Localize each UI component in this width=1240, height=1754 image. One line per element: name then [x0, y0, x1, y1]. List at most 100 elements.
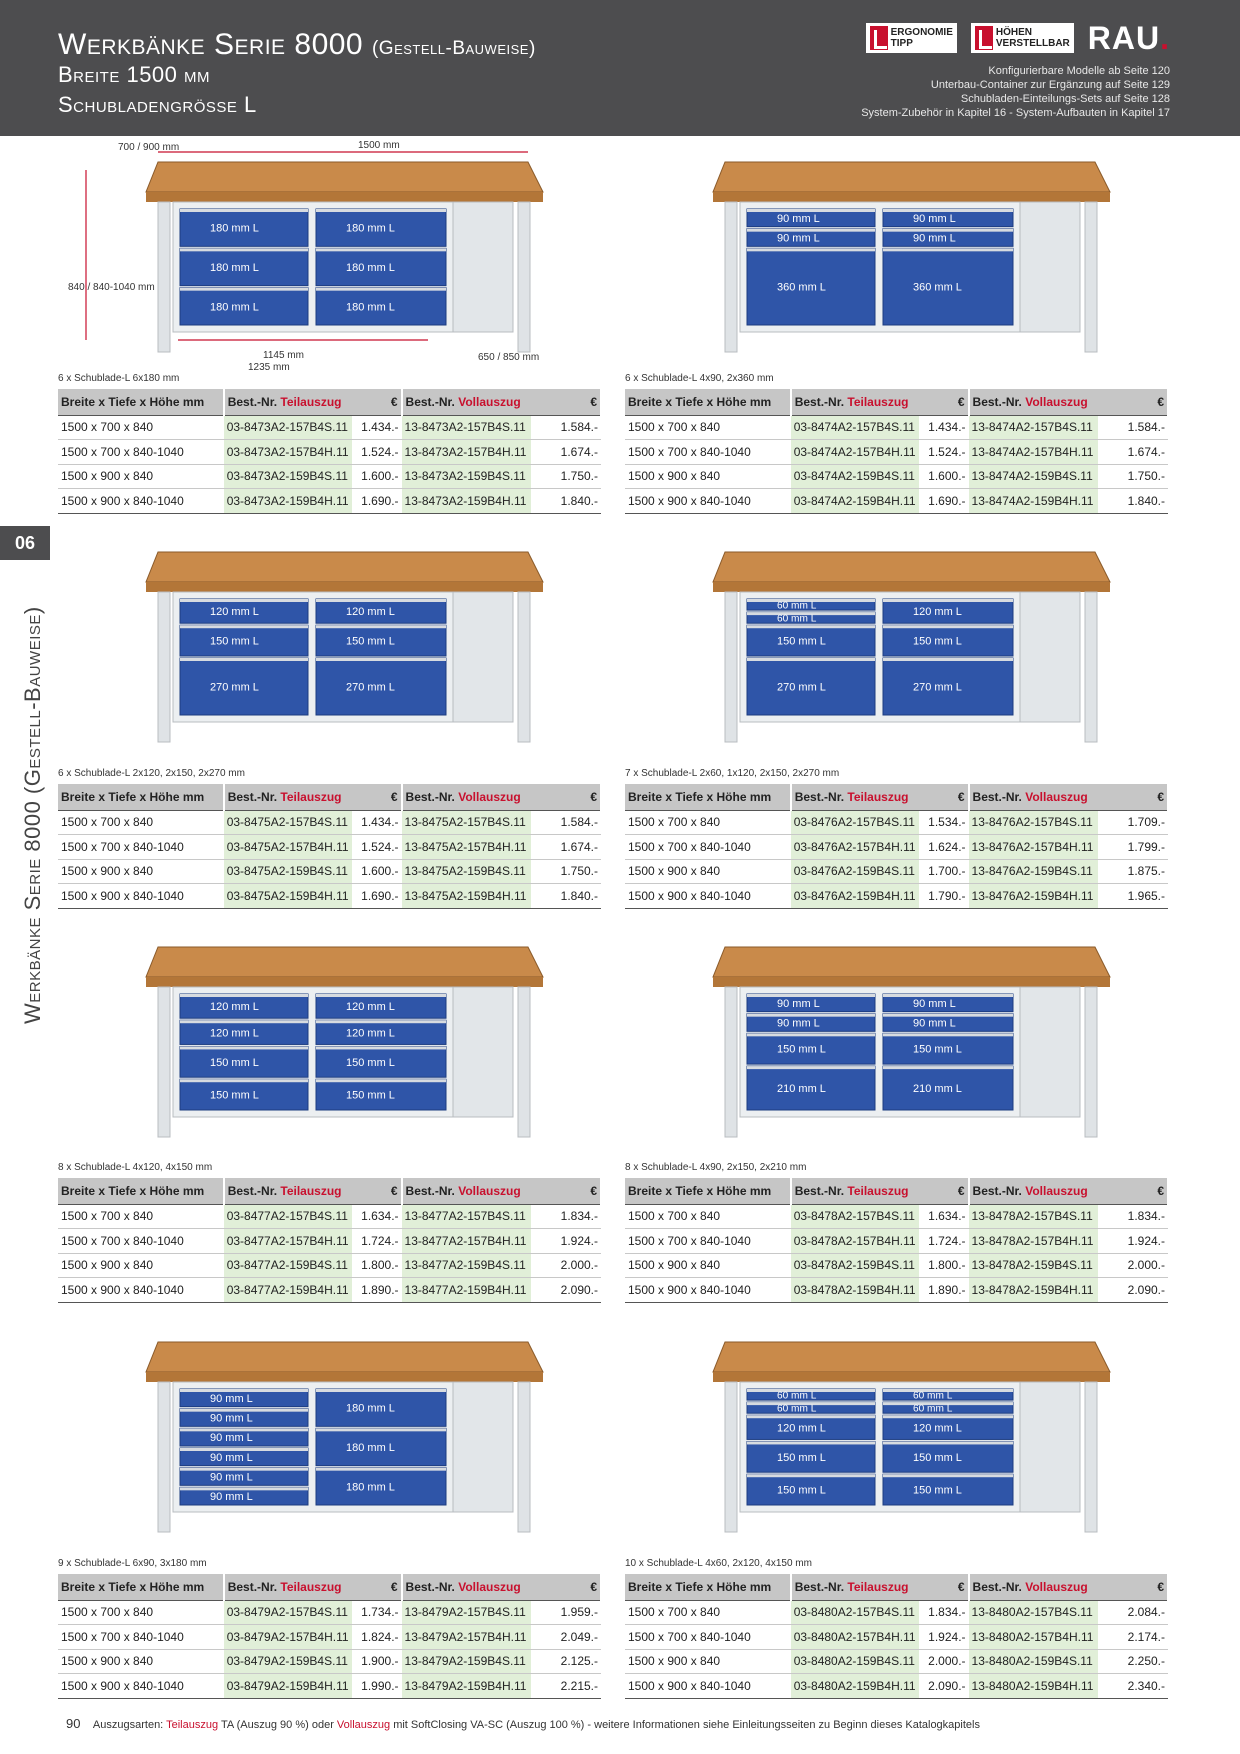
- drawer-label: 180 mm L: [346, 223, 395, 235]
- cell-price-voll: 1.834.-: [531, 1203, 601, 1229]
- drawer-label: 90 mm L: [210, 1413, 253, 1425]
- height-adjust-icon: [974, 26, 993, 50]
- cell-price-voll: 1.959.-: [531, 1599, 601, 1625]
- leg: [724, 591, 738, 743]
- leg: [157, 591, 171, 743]
- drawer-label: 90 mm L: [210, 1472, 253, 1484]
- dimension-label: 1235 mm: [248, 362, 290, 370]
- cell-dimensions: 1500 x 900 x 840-1040: [58, 883, 224, 909]
- drawer: [179, 1467, 309, 1486]
- cell-order-teil: 03-8475A2-159B4S.11: [223, 859, 352, 884]
- page-number: 90: [66, 1716, 81, 1731]
- cell-order-voll: 13-8474A2-159B4S.11: [968, 464, 1099, 489]
- drawer-handle: [747, 248, 875, 252]
- drawer: [746, 1065, 876, 1111]
- cell-price-teil: 1.800.-: [351, 1253, 402, 1278]
- cell-order-teil: 03-8475A2-159B4H.11: [223, 883, 352, 909]
- drawer: [179, 624, 309, 657]
- cell-price-voll: 1.840.-: [531, 488, 601, 514]
- cell-order-teil: 03-8480A2-159B4H.11: [790, 1673, 919, 1699]
- drawer: [882, 228, 1014, 247]
- drawer: [315, 287, 447, 326]
- cell-order-voll: 13-8476A2-159B4S.11: [968, 859, 1099, 884]
- col-dimensions: Breite x Tiefe x Höhe mm: [625, 784, 792, 810]
- col-teilauszug: Best.-Nr. Teilauszug€: [223, 389, 403, 415]
- cell-price-teil: 1.890.-: [918, 1277, 969, 1303]
- cell-price-teil: 1.524.-: [351, 834, 402, 860]
- col-teilauszug: Best.-Nr. Teilauszug€: [223, 1574, 403, 1600]
- col-dimensions: Breite x Tiefe x Höhe mm: [58, 784, 225, 810]
- drawer-handle: [747, 1066, 875, 1070]
- cell-price-voll: 1.584.-: [531, 809, 601, 835]
- drawer-handle: [180, 658, 308, 661]
- cell-dimensions: 1500 x 900 x 840: [625, 859, 791, 884]
- drawer-handle: [180, 1428, 308, 1432]
- cell-order-teil: 03-8473A2-157B4S.11: [223, 414, 352, 440]
- drawer-label: 270 mm L: [777, 682, 826, 694]
- drawer: [315, 1078, 447, 1111]
- dimension-label: 1145 mm: [263, 350, 304, 361]
- drawer: [315, 1467, 447, 1506]
- drawer-label: 150 mm L: [346, 1090, 395, 1102]
- leg: [517, 591, 531, 743]
- cell-dimensions: 1500 x 900 x 840-1040: [58, 1277, 224, 1303]
- cell-price-voll: 1.924.-: [531, 1228, 601, 1254]
- cell-order-teil: 03-8478A2-159B4S.11: [790, 1253, 919, 1278]
- drawer-label: 270 mm L: [913, 682, 962, 694]
- worktop: [145, 161, 544, 193]
- cell-dimensions: 1500 x 700 x 840-1040: [58, 439, 224, 465]
- cell-order-voll: 13-8477A2-157B4H.11: [401, 1228, 532, 1254]
- col-dimensions: Breite x Tiefe x Höhe mm: [625, 389, 792, 415]
- cell-order-teil: 03-8474A2-157B4H.11: [790, 439, 919, 465]
- worktop-edge: [146, 192, 543, 202]
- ergonomie-badge: ERGONOMIE TIPP: [865, 23, 957, 53]
- col-teilauszug: Best.-Nr. Teilauszug€: [790, 784, 970, 810]
- drawer: [315, 1019, 447, 1045]
- col-vollauszug: Best.-Nr. Vollauszug€: [968, 1178, 1170, 1204]
- drawer: [746, 624, 876, 657]
- cell-order-voll: 13-8473A2-157B4H.11: [401, 439, 532, 465]
- side-panel: [452, 986, 514, 1118]
- title-sub: (Gestell-Bauweise): [371, 38, 536, 59]
- cell-dimensions: 1500 x 700 x 840-1040: [58, 1624, 224, 1650]
- drawer-handle: [883, 1013, 1013, 1017]
- cell-price-voll: 1.750.-: [531, 859, 601, 884]
- cell-order-voll: 13-8473A2-159B4H.11: [401, 488, 532, 514]
- drawer-handle: [180, 1389, 308, 1392]
- drawer-label: 90 mm L: [777, 998, 820, 1010]
- cell-order-teil: 03-8474A2-159B4S.11: [790, 464, 919, 489]
- drawer: [179, 287, 309, 326]
- col-vollauszug: Best.-Nr. Vollauszug€: [968, 389, 1170, 415]
- product-caption: 8 x Schublade-L 4x90, 2x150, 2x210 mm: [625, 1162, 807, 1173]
- drawer-label: 120 mm L: [210, 1001, 259, 1013]
- cell-dimensions: 1500 x 900 x 840: [58, 464, 224, 489]
- logo-group: ERGONOMIE TIPP HÖHEN VERSTELLBAR RAU.: [865, 20, 1170, 57]
- drawer-label: 90 mm L: [210, 1491, 253, 1503]
- cell-dimensions: 1500 x 900 x 840-1040: [625, 488, 791, 514]
- drawer-handle: [747, 994, 875, 997]
- drawer-label: 150 mm L: [777, 1452, 826, 1464]
- drawer-label: 120 mm L: [346, 1027, 395, 1039]
- worktop-edge: [713, 977, 1110, 987]
- cell-order-teil: 03-8479A2-159B4S.11: [223, 1649, 352, 1674]
- cell-price-teil: 1.690.-: [351, 488, 402, 514]
- footer-prefix: Auszugsarten:: [92, 1719, 164, 1731]
- dimension-label: 840 / 840-1040 mm: [68, 282, 155, 293]
- cell-order-voll: 13-8474A2-157B4H.11: [968, 439, 1099, 465]
- cell-price-teil: 1.900.-: [351, 1649, 402, 1674]
- cell-order-voll: 13-8476A2-157B4H.11: [968, 834, 1099, 860]
- cell-order-voll: 13-8475A2-157B4H.11: [401, 834, 532, 860]
- drawer-handle: [180, 599, 308, 602]
- brand-logo: RAU.: [1088, 20, 1170, 57]
- drawer: [179, 598, 309, 624]
- drawer-handle: [316, 994, 446, 997]
